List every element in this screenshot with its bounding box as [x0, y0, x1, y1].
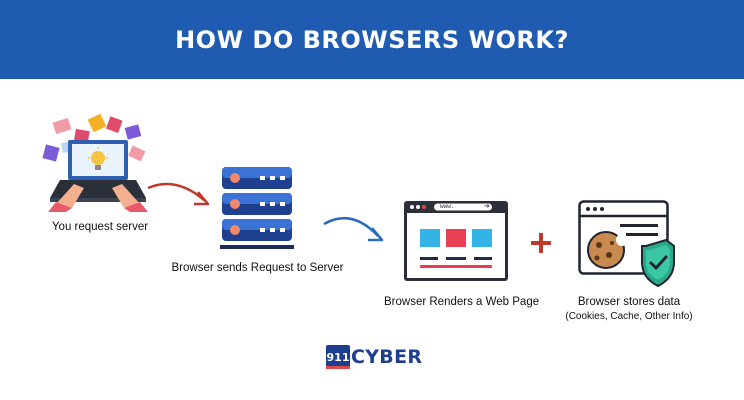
cookie-shield-icon: [578, 200, 675, 288]
step-1-label: You request server: [51, 221, 149, 233]
logo-text: CYBER: [351, 346, 423, 368]
plus-icon: [531, 233, 551, 253]
laptop-icon: [42, 113, 148, 212]
step-4-sublabel: (Cookies, Cache, Other Info): [565, 311, 693, 322]
logo-badge-text: 911: [326, 350, 350, 364]
page-title: HOW DO BROWSERS WORK?: [175, 25, 569, 54]
logo-accent: [326, 366, 350, 369]
address-bar-text: www.: [440, 203, 455, 210]
arrow-icon: [147, 182, 210, 206]
header-banner: HOW DO BROWSERS WORK?: [0, 0, 744, 79]
browser-window-icon: www. ➔: [404, 201, 508, 281]
server-icon: [220, 167, 294, 249]
step-4-label: Browser stores data: [577, 296, 681, 308]
step-2-label: Browser sends Request to Server: [171, 262, 344, 274]
arrow-icon: ➔: [484, 203, 490, 210]
step-3-label: Browser Renders a Web Page: [384, 296, 540, 308]
logo-badge: 911: [326, 345, 350, 369]
arrow-icon: [323, 216, 384, 242]
